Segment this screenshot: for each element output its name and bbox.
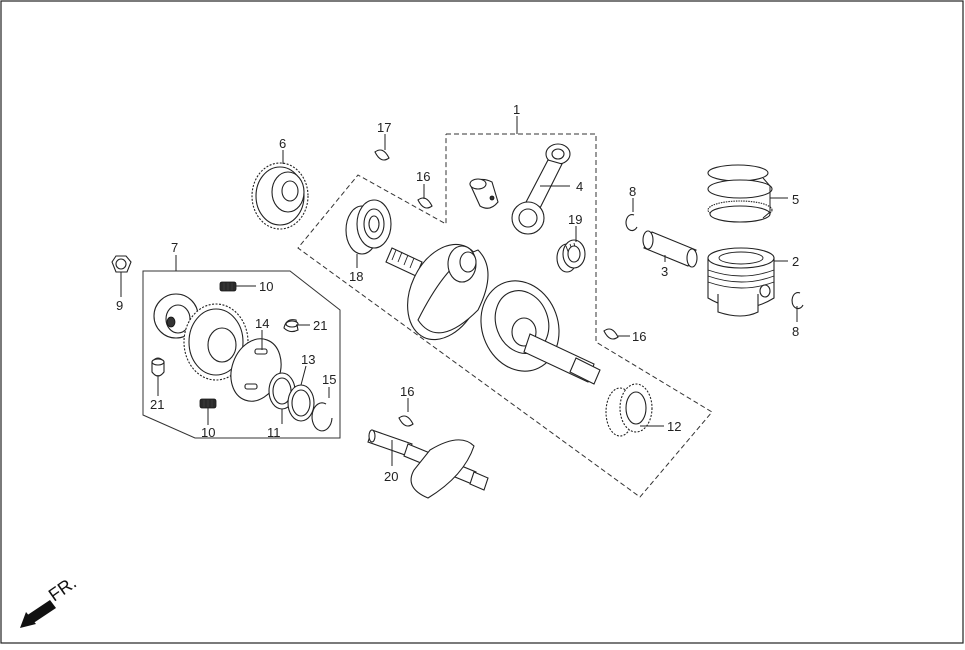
crank-pin — [469, 178, 499, 209]
gear-assembly-part-7 — [153, 293, 249, 381]
callout-10-bottom: 10 — [201, 425, 215, 440]
group-1-outline — [297, 133, 713, 498]
callout-8-top: 8 — [629, 184, 636, 199]
callout-19: 19 — [568, 212, 582, 227]
washer-part-13 — [287, 384, 315, 422]
pin-part-21-right — [283, 319, 299, 333]
callout-5: 5 — [792, 192, 799, 207]
front-direction-arrow — [20, 600, 56, 628]
nut-part-9 — [111, 255, 132, 273]
callout-17: 17 — [377, 120, 391, 135]
bearing-part-12 — [605, 383, 653, 437]
piston-part-2 — [707, 247, 775, 317]
gear-part-6 — [251, 162, 309, 230]
crankshaft-left-half — [385, 243, 489, 341]
key-part-16-top — [417, 197, 433, 209]
callout-20: 20 — [384, 469, 398, 484]
callout-6: 6 — [279, 136, 286, 151]
leader-lines — [120, 116, 798, 466]
needle-bearing-part-19 — [556, 239, 586, 273]
callout-12: 12 — [667, 419, 681, 434]
group-7-outline — [142, 270, 341, 439]
callout-11: 11 — [267, 425, 281, 440]
callout-1: 1 — [513, 102, 520, 117]
crankshaft-right-half — [480, 280, 601, 385]
callout-14: 14 — [255, 316, 269, 331]
balancer-shaft-part-20 — [367, 429, 489, 499]
callout-18: 18 — [349, 269, 363, 284]
circlip-part-8-right — [791, 292, 804, 310]
key-part-17 — [374, 149, 390, 161]
callout-3: 3 — [661, 264, 668, 279]
callout-7: 7 — [171, 240, 178, 255]
wrist-pin-part-3 — [642, 230, 698, 268]
spring-part-10-top — [219, 281, 237, 292]
key-part-16-right — [603, 328, 619, 340]
circlip-part-8-top — [625, 214, 638, 232]
bearing-part-18 — [345, 199, 392, 255]
spring-part-10-bottom — [199, 398, 217, 409]
callout-2: 2 — [792, 254, 799, 269]
callout-4: 4 — [576, 179, 583, 194]
callout-8-right: 8 — [792, 324, 799, 339]
plate-part-14 — [230, 338, 282, 402]
callout-16-right: 16 — [632, 329, 646, 344]
callout-9: 9 — [116, 298, 123, 313]
callout-16-lower: 16 — [400, 384, 414, 399]
circlip-part-15 — [311, 402, 333, 432]
callout-15: 15 — [322, 372, 336, 387]
callout-10-top: 10 — [259, 279, 273, 294]
callout-13: 13 — [301, 352, 315, 367]
key-part-16-lower — [398, 415, 414, 427]
callout-21-right: 21 — [313, 318, 327, 333]
callout-numbers: 1 2 3 4 5 6 7 8 8 9 10 10 11 12 13 14 15… — [116, 102, 799, 484]
callout-16-top: 16 — [416, 169, 430, 184]
callout-21-left: 21 — [150, 397, 164, 412]
piston-rings-part-5 — [707, 164, 773, 223]
pin-part-21-left — [151, 357, 165, 377]
